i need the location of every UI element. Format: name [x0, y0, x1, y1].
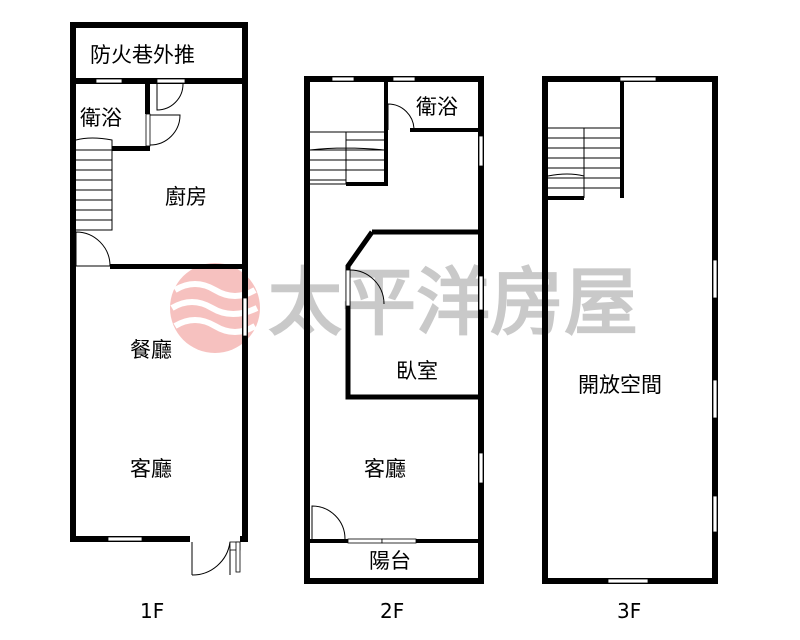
watermark-text: 太平洋房屋 — [268, 260, 638, 346]
stairs — [309, 131, 388, 186]
floor-label: 3F — [617, 599, 641, 623]
floor-1f: 防火巷外推 衛浴 廚房 餐廳 客廳 1F — [70, 22, 248, 623]
room-label: 陽台 — [369, 549, 411, 573]
room-label: 廚房 — [165, 185, 207, 209]
room-label: 防火巷外推 — [90, 43, 195, 67]
floor-2f: 衛浴 臥室 客廳 陽台 2F — [304, 76, 484, 623]
floor-label: 2F — [380, 599, 404, 623]
room-label: 客廳 — [364, 457, 406, 481]
room-label: 臥室 — [396, 359, 438, 383]
room-label: 衛浴 — [80, 106, 122, 130]
floor-3f: 開放空間 3F — [542, 76, 718, 623]
stairs — [75, 137, 113, 231]
floor-label: 1F — [140, 599, 164, 623]
room-label: 餐廳 — [130, 338, 172, 362]
room-label: 開放空間 — [578, 373, 662, 397]
room-label: 衛浴 — [416, 95, 458, 119]
stairs — [547, 82, 624, 200]
room-label: 客廳 — [130, 457, 172, 481]
